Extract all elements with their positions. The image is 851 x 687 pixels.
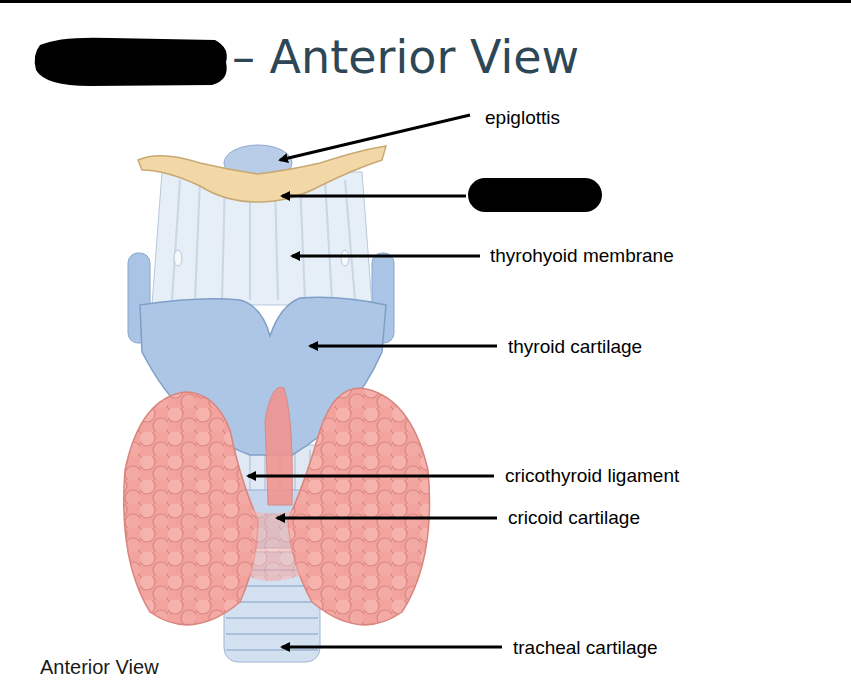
thyroid-lobe (288, 388, 430, 625)
part-label: cricoid cartilage (508, 508, 640, 527)
hyoid-bone (138, 146, 386, 202)
part-label: cricothyroid ligament (505, 466, 679, 485)
figure-caption: Anterior View (40, 657, 159, 677)
part-label: epiglottis (485, 108, 560, 127)
leader-line (282, 195, 466, 198)
thyroid-lobe (124, 392, 258, 625)
part-label: thyroid cartilage (508, 337, 642, 356)
leader-line (310, 345, 497, 348)
membrane-foramen (341, 250, 349, 266)
thyroid-isthmus (236, 505, 308, 581)
top-rule (0, 0, 851, 3)
page-title: – Anterior View (232, 34, 579, 80)
part-label: tracheal cartilage (513, 638, 658, 657)
leader-line (277, 517, 497, 520)
leader-line (282, 646, 502, 649)
redaction-blob (468, 178, 602, 212)
redaction-blob (35, 38, 227, 86)
pyramidal-lobe (265, 387, 292, 505)
leader-line (292, 255, 480, 258)
part-label: thyrohyoid membrane (490, 246, 674, 265)
leader-line (280, 115, 470, 160)
membrane-foramen (174, 250, 182, 266)
leader-line (248, 475, 494, 478)
